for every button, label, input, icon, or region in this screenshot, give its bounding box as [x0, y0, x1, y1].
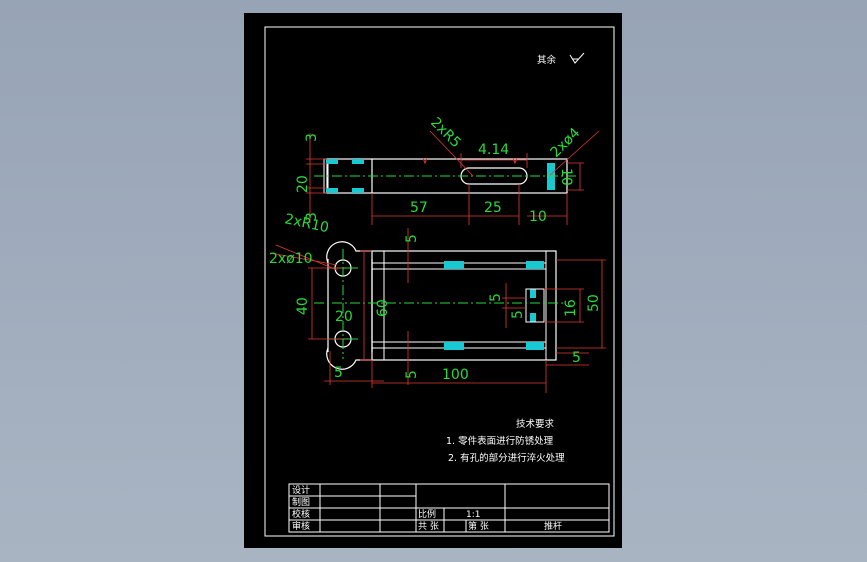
tb-scale-label: 比例	[418, 508, 436, 520]
dim-20-left: 20	[295, 175, 311, 193]
tb-part-name: 推杆	[544, 520, 562, 532]
dim-25: 25	[484, 200, 502, 216]
tb-draw: 制图	[292, 496, 310, 508]
dim-16: 16	[563, 299, 579, 317]
dim-100: 100	[442, 367, 469, 383]
tb-scale-value: 1:1	[466, 510, 480, 520]
tb-review: 审核	[292, 520, 310, 532]
dim-5-top: 5	[404, 234, 420, 243]
dim-2xR5: 2xR5	[427, 115, 464, 152]
front-view: 2xR10 2xø10 5 40 20 60 5 5 16 50 5 5 5 1…	[269, 211, 606, 393]
dim-5-bottom: 5	[404, 370, 420, 379]
dim-5-left-bottom: 5	[334, 365, 343, 381]
dim-10-bottom: 10	[529, 209, 547, 225]
dim-10-right: 10	[558, 168, 574, 186]
dim-3-top: 3	[304, 133, 320, 142]
tb-check: 校核	[292, 508, 310, 520]
cad-drawing: 其余	[264, 26, 615, 537]
dim-3-bottom: 3	[304, 212, 320, 221]
dim-4-14: 4.14	[478, 142, 509, 158]
surface-note: 其余	[537, 54, 557, 66]
tb-total-sheets: 共 张	[418, 521, 439, 532]
dim-5-center-b: 5	[510, 310, 526, 319]
top-view: 3 20 3 57 25 10 4.14 2xR5 2xø4 10	[295, 115, 600, 225]
dim-5-right: 5	[572, 350, 581, 366]
tech-req-item-1: 1. 零件表面进行防锈处理	[446, 435, 554, 447]
tb-sheet-number: 第 张	[468, 520, 489, 532]
tech-req-title: 技术要求	[516, 418, 555, 430]
dim-5-center-a: 5	[488, 293, 504, 302]
drawing-frame	[264, 26, 615, 537]
dim-57: 57	[410, 200, 428, 216]
dim-2xdia10: 2xø10	[269, 251, 313, 267]
dim-40: 40	[295, 297, 311, 315]
tb-design: 设计	[292, 484, 310, 496]
dim-20-mid: 20	[335, 309, 353, 325]
roughness-symbol-icon	[569, 52, 585, 64]
drawing-sheet: 其余	[244, 13, 622, 548]
dim-2xdia4: 2xø4	[548, 125, 584, 161]
dim-2xR10: 2xR10	[283, 211, 330, 236]
dim-60: 60	[375, 299, 391, 317]
tech-req-item-2: 2. 有孔的部分进行淬火处理	[448, 452, 565, 464]
title-block	[288, 483, 610, 533]
dim-50: 50	[586, 294, 602, 312]
